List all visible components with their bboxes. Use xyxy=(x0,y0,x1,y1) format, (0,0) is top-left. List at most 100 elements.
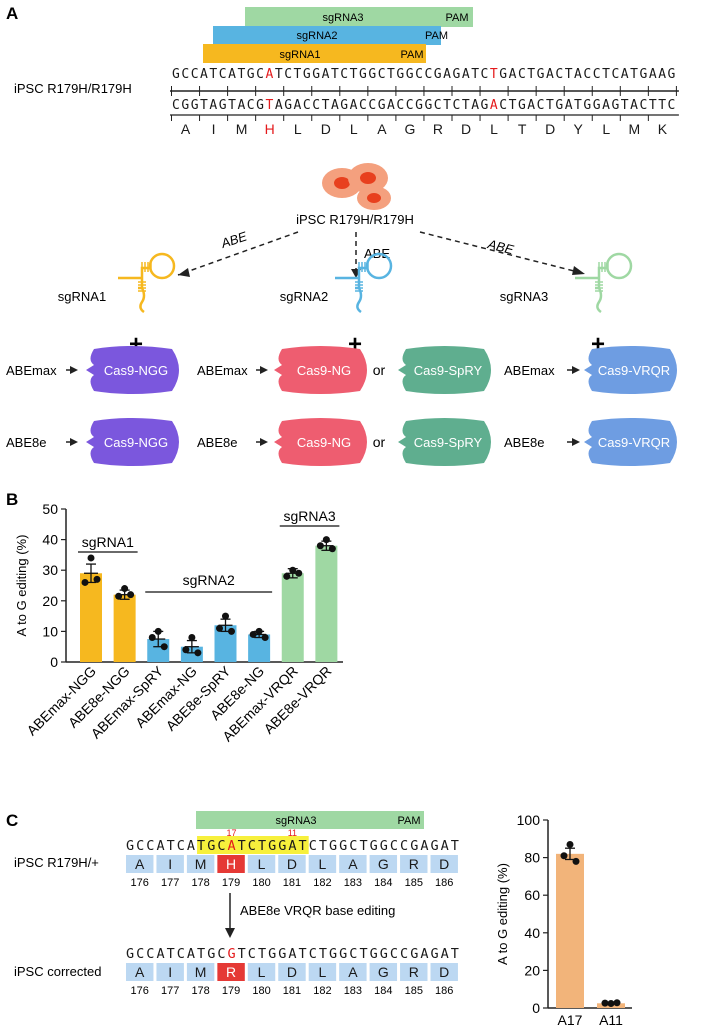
panel-letter-a: A xyxy=(6,4,18,23)
dna-base-bottom: T xyxy=(649,98,657,113)
sgrna2-pam-label: PAM xyxy=(425,30,448,42)
dna-base: G xyxy=(410,946,418,962)
dna-base: C xyxy=(400,946,408,962)
abe-label-left: ABE xyxy=(218,228,249,251)
amino-acid: I xyxy=(168,856,172,872)
sgrna3-pam-label: PAM xyxy=(445,12,468,24)
amino-acid-box xyxy=(339,963,367,981)
dna-base-top: G xyxy=(247,67,255,82)
data-point xyxy=(148,634,156,642)
amino-acid: M xyxy=(195,964,207,980)
arrowhead-icon xyxy=(572,438,580,446)
dna-base: A xyxy=(420,838,428,854)
amino-acid: L xyxy=(294,121,302,137)
y-tick-label: 40 xyxy=(42,532,58,548)
sgrna1-pam-label: PAM xyxy=(400,49,423,61)
dna-base-bottom: C xyxy=(668,98,676,113)
amino-acid-box xyxy=(278,855,306,873)
residue-number: 182 xyxy=(313,985,331,997)
editor-label: ABEmax xyxy=(6,363,57,378)
dna-base-top: T xyxy=(565,67,573,82)
amino-acid-box xyxy=(126,855,154,873)
panel-letter-b: B xyxy=(6,490,18,509)
amino-acid: M xyxy=(195,856,207,872)
residue-number: 186 xyxy=(435,877,453,889)
data-point xyxy=(216,624,223,632)
data-point xyxy=(283,572,291,580)
residue-number: 179 xyxy=(222,985,240,997)
dna-base-top: A xyxy=(266,67,274,82)
amino-acid-box xyxy=(369,855,398,873)
cas-label: Cas9-SpRY xyxy=(414,363,483,378)
dna-base: A xyxy=(420,946,428,962)
or-label: or xyxy=(373,434,386,450)
data-point xyxy=(93,575,101,583)
dna-base: T xyxy=(299,946,307,962)
dna-base: A xyxy=(228,838,236,854)
cas9-ngg: Cas9-NGG xyxy=(86,418,179,466)
panel-c-bottom-label: iPSC corrected xyxy=(14,964,101,979)
dna-base-top: C xyxy=(518,67,526,82)
dna-base-top: A xyxy=(509,67,517,82)
cas-label: Cas9-SpRY xyxy=(414,435,483,450)
dna-base-top: A xyxy=(574,67,582,82)
editor-label: ABE8e xyxy=(197,435,237,450)
y-axis-label: A to G editing (%) xyxy=(495,863,510,965)
dna-base: G xyxy=(329,838,337,854)
dna-base-top: G xyxy=(668,67,676,82)
dna-base: T xyxy=(167,838,175,854)
dna-base: A xyxy=(441,946,449,962)
amino-acid: A xyxy=(348,964,358,980)
dna-base: T xyxy=(197,946,205,962)
dna-base-bottom: T xyxy=(200,98,208,113)
dna-base: G xyxy=(207,838,215,854)
amino-acid: M xyxy=(628,121,640,137)
dna-base-bottom: A xyxy=(630,98,638,113)
dna-base-bottom: T xyxy=(574,98,582,113)
dna-base: T xyxy=(258,838,266,854)
amino-acid: T xyxy=(518,121,527,137)
bar xyxy=(80,573,102,662)
dna-base-top: T xyxy=(490,67,498,82)
sgrna-icon xyxy=(118,252,176,314)
residue-number: 183 xyxy=(344,985,362,997)
dna-base: A xyxy=(156,946,164,962)
dna-base-top: C xyxy=(611,67,619,82)
sgrna2-label: sgRNA2 xyxy=(280,289,328,304)
data-point xyxy=(607,999,615,1007)
dna-base: G xyxy=(431,946,439,962)
dna-base: G xyxy=(268,838,276,854)
residue-number: 177 xyxy=(161,877,179,889)
data-point xyxy=(222,612,229,620)
y-tick-label: 60 xyxy=(524,887,540,903)
panel-c-pam-track xyxy=(395,811,424,829)
amino-acid: L xyxy=(350,121,358,137)
dna-base-bottom: G xyxy=(256,98,264,113)
sgrna1-track-label: sgRNA1 xyxy=(280,49,321,61)
amino-acid: Y xyxy=(574,121,584,137)
arrowhead-icon xyxy=(225,928,235,938)
dna-base-bottom: G xyxy=(611,98,619,113)
amino-acid: L xyxy=(258,964,266,980)
data-point xyxy=(613,999,621,1007)
data-point xyxy=(560,852,568,860)
dna-base-top: C xyxy=(340,67,348,82)
dna-base-bottom: A xyxy=(490,98,498,113)
dna-base-bottom: G xyxy=(284,98,292,113)
dna-base-top: T xyxy=(387,67,395,82)
protospacer-highlight xyxy=(197,836,309,854)
dna-base-top: C xyxy=(284,67,292,82)
dna-base-bottom: T xyxy=(462,98,470,113)
dna-base-bottom: G xyxy=(481,98,489,113)
data-point xyxy=(87,554,95,562)
dna-base: A xyxy=(156,838,164,854)
dna-base-bottom: A xyxy=(602,98,610,113)
dna-base-bottom: C xyxy=(640,98,648,113)
arrowhead-icon xyxy=(260,438,268,446)
cas9-ng: Cas9-NG xyxy=(274,418,367,466)
dna-base-top: C xyxy=(181,67,189,82)
